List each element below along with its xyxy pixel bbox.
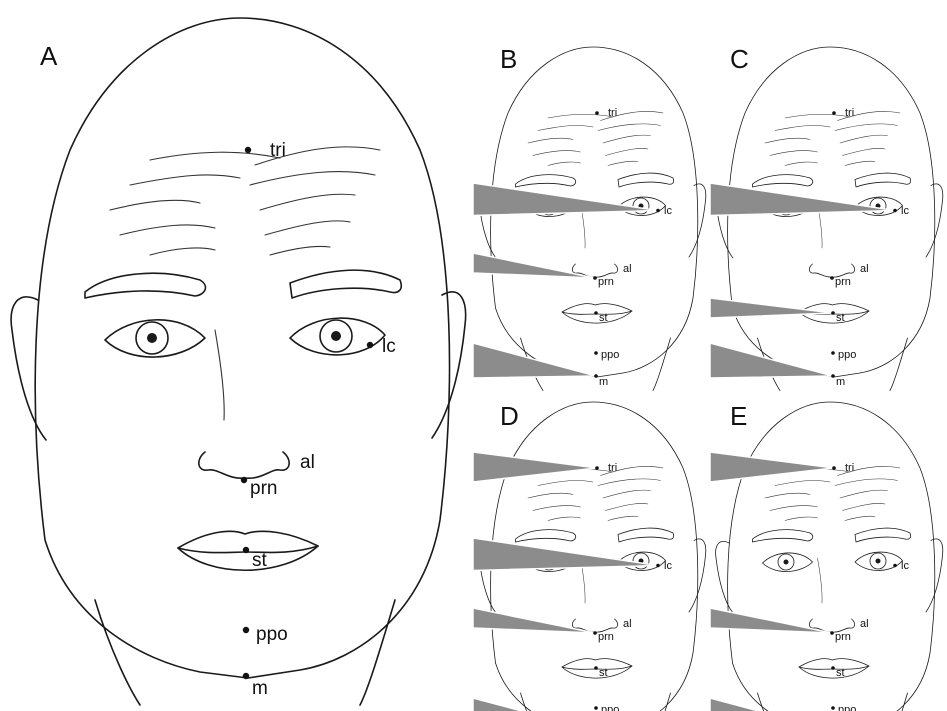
landmark-label-al: al xyxy=(860,263,869,275)
landmark-dot-prn xyxy=(593,276,597,280)
landmark-label-st: st xyxy=(599,667,608,679)
projection-wedge-m xyxy=(473,698,596,711)
projection-wedge-prn xyxy=(473,608,595,633)
landmark-dot-tri xyxy=(595,111,599,115)
landmark-dot-lc xyxy=(893,564,897,568)
landmark-label-al: al xyxy=(300,452,315,473)
landmark-dot-st xyxy=(831,666,835,670)
landmark-label-lc: lc xyxy=(901,560,909,572)
panel-d: trilcalprnstppomD xyxy=(473,401,706,711)
landmark-label-prn: prn xyxy=(835,276,851,288)
landmark-dot-m xyxy=(831,374,835,378)
face-drawing xyxy=(710,47,943,391)
projection-wedge-m xyxy=(710,343,833,378)
landmark-dot-prn xyxy=(241,477,247,483)
landmark-dot-m xyxy=(594,374,598,378)
landmark-label-m: m xyxy=(599,376,608,388)
landmark-label-ppo: ppo xyxy=(601,349,619,361)
face-drawing xyxy=(473,402,706,711)
landmark-dot-tri xyxy=(832,111,836,115)
landmark-dot-prn xyxy=(830,631,834,635)
landmark-label-m: m xyxy=(836,376,845,388)
landmark-label-m: m xyxy=(252,678,268,699)
landmark-label-prn: prn xyxy=(835,631,851,643)
face-drawing xyxy=(11,18,465,705)
landmark-dot-ppo xyxy=(831,351,835,355)
landmark-dot-m xyxy=(243,673,249,679)
landmark-label-prn: prn xyxy=(598,631,614,643)
landmark-label-lc: lc xyxy=(664,205,672,217)
landmark-dot-st xyxy=(594,311,598,315)
landmark-label-al: al xyxy=(623,618,632,630)
projection-wedge-m xyxy=(473,343,596,378)
landmark-dot-ppo xyxy=(594,351,598,355)
panel-a: tri lc al prn st ppo m A xyxy=(11,18,465,705)
panel-letter-c: C xyxy=(730,44,749,74)
panel-letter-e: E xyxy=(730,401,747,431)
landmark-label-tri: tri xyxy=(270,140,286,161)
landmark-label-al: al xyxy=(860,618,869,630)
landmark-dot-tri xyxy=(245,147,251,153)
landmark-label-ppo: ppo xyxy=(838,704,856,711)
landmark-label-lc: lc xyxy=(664,560,672,572)
landmark-dot-lc xyxy=(367,342,373,348)
landmark-label-st: st xyxy=(836,312,845,324)
landmark-dot-ppo xyxy=(831,706,835,710)
landmark-dot-lc xyxy=(656,209,660,213)
landmark-dot-st xyxy=(594,666,598,670)
landmark-label-tri: tri xyxy=(845,462,854,474)
landmark-label-tri: tri xyxy=(845,107,854,119)
landmark-dot-tri xyxy=(595,466,599,470)
landmark-dot-lc xyxy=(893,209,897,213)
projection-wedge-prn xyxy=(473,253,595,278)
landmark-label-st: st xyxy=(252,550,268,571)
landmark-label-al: al xyxy=(623,263,632,275)
landmark-label-ppo: ppo xyxy=(601,704,619,711)
landmark-label-ppo: ppo xyxy=(256,624,288,645)
landmark-label-prn: prn xyxy=(250,478,277,499)
face-drawing xyxy=(710,402,943,711)
landmark-label-st: st xyxy=(836,667,845,679)
projection-wedge-prn xyxy=(710,608,832,633)
landmark-dot-st xyxy=(831,311,835,315)
projection-wedge-tri xyxy=(473,452,597,482)
landmark-label-st: st xyxy=(599,312,608,324)
panel-e: trilcalprnstppomE xyxy=(710,401,943,711)
projection-wedge-m xyxy=(710,698,833,711)
landmark-dot-ppo xyxy=(243,627,249,633)
landmark-label-tri: tri xyxy=(608,107,617,119)
landmark-dot-prn xyxy=(830,276,834,280)
projection-wedge-tri xyxy=(710,452,834,482)
landmark-label-prn: prn xyxy=(598,276,614,288)
panel-letter-d: D xyxy=(500,401,519,431)
panel-letter-a: A xyxy=(40,41,58,71)
panel-letter-b: B xyxy=(500,44,517,74)
landmark-dot-prn xyxy=(593,631,597,635)
landmark-label-lc: lc xyxy=(901,205,909,217)
landmark-dot-tri xyxy=(832,466,836,470)
landmark-label-tri: tri xyxy=(608,462,617,474)
landmark-dot-lc xyxy=(656,564,660,568)
landmark-label-lc: lc xyxy=(382,336,396,357)
face-drawing xyxy=(473,47,706,391)
projection-wedge-st xyxy=(710,298,833,318)
landmark-dot-st xyxy=(243,547,249,553)
landmark-dot-ppo xyxy=(594,706,598,710)
landmark-label-ppo: ppo xyxy=(838,349,856,361)
